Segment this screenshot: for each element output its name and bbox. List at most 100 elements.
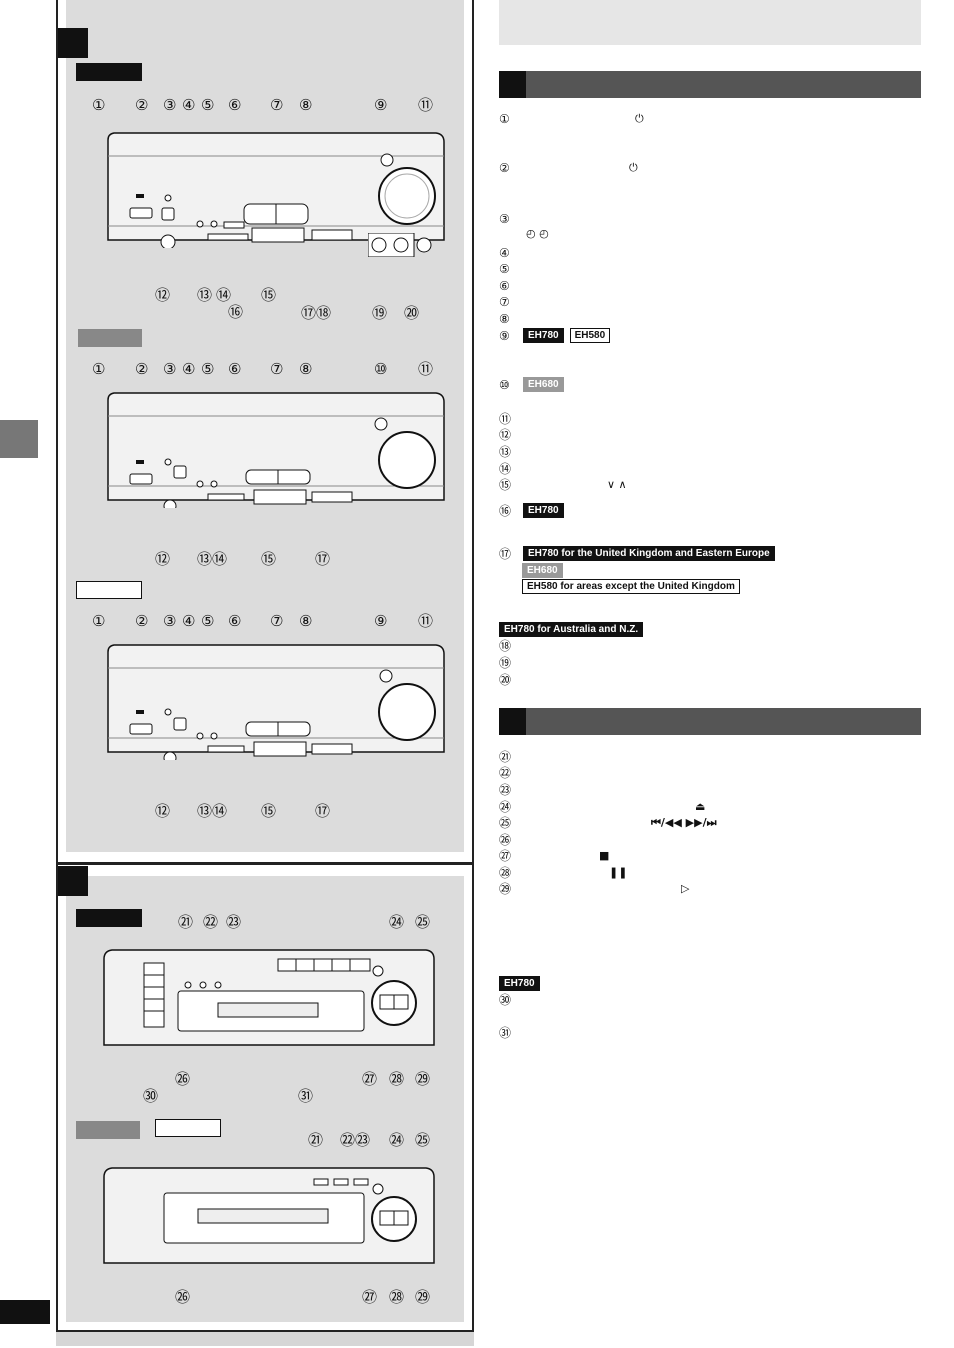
power-standby-icon: ⏻ <box>635 112 644 125</box>
callout: ⑫ <box>155 802 171 820</box>
pause-icon: ❚❚ <box>609 866 628 879</box>
eject-icon: ⏏ <box>695 800 706 813</box>
callout: ㉘ <box>389 1288 405 1306</box>
model-tag-deck-eh780 <box>76 909 142 927</box>
callout: ⑰ <box>315 550 331 568</box>
callout: ④ <box>182 96 196 114</box>
list-item: ③ <box>499 212 510 226</box>
list-item: ⑤ <box>499 262 510 276</box>
list-item: ④ <box>499 246 510 260</box>
model-badge: EH680 <box>523 377 564 392</box>
callout: ⑮ <box>261 802 277 820</box>
callout: ② <box>135 96 149 114</box>
callout: ⑤ <box>201 360 215 378</box>
callout: ⑩ <box>374 360 388 378</box>
callout: ⑮ <box>261 550 277 568</box>
callout: ⑬⑭ <box>197 802 228 820</box>
callout: ⑰⑱ <box>301 304 332 322</box>
callout: ⑥ <box>228 96 242 114</box>
callout: ⑬ <box>197 286 213 304</box>
section-a-header <box>499 71 921 98</box>
callout: ⑧ <box>299 360 313 378</box>
volume-knob[interactable] <box>378 431 436 489</box>
skip-search-icon: ⏮/◀◀ ▶▶/⏭ <box>651 816 717 829</box>
callout: ㉓ <box>226 913 242 931</box>
bottom-band <box>56 1332 474 1346</box>
play-icon: ▷ <box>681 882 690 895</box>
model-tag-eh680 <box>78 329 142 347</box>
model-badge: EH580 for areas except the United Kingdo… <box>522 579 740 594</box>
model-tag-eh780 <box>76 63 142 81</box>
side-tab <box>0 420 38 458</box>
list-item: ⑰ EH780 for the United Kingdom and Easte… <box>499 546 921 562</box>
model-badge: EH780 <box>523 328 564 343</box>
callout: ④ <box>182 360 196 378</box>
main-unit-eh680 <box>107 392 445 508</box>
power-button[interactable] <box>129 473 153 485</box>
callout: ⑧ <box>299 612 313 630</box>
list-item: ㉚ <box>499 993 512 1007</box>
callout: ⑪ <box>418 612 434 630</box>
model-tag-eh580 <box>76 581 142 599</box>
callout: ③ <box>163 612 177 630</box>
list-item: ⑲ <box>499 656 512 670</box>
callout: ② <box>135 612 149 630</box>
list-item: ⑦ <box>499 295 510 309</box>
power-button[interactable] <box>129 723 153 735</box>
volume-knob[interactable] <box>378 683 436 741</box>
section-a-marker <box>58 28 88 58</box>
power-button[interactable] <box>129 207 153 219</box>
callout: ⑨ <box>374 612 388 630</box>
main-unit-eh580 <box>107 644 445 760</box>
list-item: ⑪ <box>499 412 512 426</box>
list-item: ㉑ <box>499 750 512 764</box>
callout: ⑲ <box>372 304 388 322</box>
callout: ㉔ <box>389 913 405 931</box>
callout: ① <box>92 360 106 378</box>
callout: ⑥ <box>228 612 242 630</box>
list-item: ㉓ <box>499 783 512 797</box>
callout: ⑮ <box>261 286 277 304</box>
callout: ㉕ <box>415 913 431 931</box>
callout: ㉚ <box>143 1087 159 1105</box>
list-item: ⑨ EH780 EH580 <box>499 328 921 344</box>
section-divider <box>56 862 474 865</box>
section-a-letter-box <box>499 71 526 98</box>
list-item: ⑯ EH780 <box>499 503 921 519</box>
list-item: ⑫ <box>499 428 512 442</box>
callout: ④ <box>182 612 196 630</box>
stop-icon: ■ <box>599 849 610 862</box>
list-item: ㉕ ⏮/◀◀ ▶▶/⏭ <box>499 816 717 830</box>
timer-icon: ◴ ◴ <box>526 227 549 240</box>
callout: ① <box>92 96 106 114</box>
page-title-bar <box>499 0 921 45</box>
callout: ⑬⑭ <box>197 550 228 568</box>
callout: ⑦ <box>270 360 284 378</box>
list-item: ㉔ ⏏ <box>499 800 706 814</box>
list-item: ⑬ <box>499 445 512 459</box>
model-badge: EH680 <box>522 563 563 578</box>
model-badge: EH780 for Australia and N.Z. <box>499 622 644 637</box>
callout: ㉑ <box>178 913 194 931</box>
callout: ㉗ <box>362 1288 378 1306</box>
list-item: ⑮ ∨ ∧ <box>499 478 627 492</box>
callout: ㉙ <box>415 1288 431 1306</box>
list-item: ㉛ <box>499 1026 512 1040</box>
callout: ③ <box>163 96 177 114</box>
page-tab <box>0 1300 50 1324</box>
callout: ㉕ <box>415 1131 431 1149</box>
list-item: ⑳ <box>499 673 512 687</box>
callout: ③ <box>163 360 177 378</box>
list-item: ㉗ ■ <box>499 849 610 863</box>
callout: ② <box>135 360 149 378</box>
callout: ㉒ <box>203 913 219 931</box>
callout: ⑰ <box>315 802 331 820</box>
up-down-arrow-icon: ∨ ∧ <box>607 478 627 491</box>
callout: ① <box>92 612 106 630</box>
model-badge: EH580 <box>569 328 611 343</box>
power-standby-icon: ⏻ <box>629 161 638 174</box>
callout: ㉙ <box>415 1070 431 1088</box>
callout: ㉘ <box>389 1070 405 1088</box>
list-item: ㉙ ▷ <box>499 882 690 896</box>
callout: ⑪ <box>418 96 434 114</box>
